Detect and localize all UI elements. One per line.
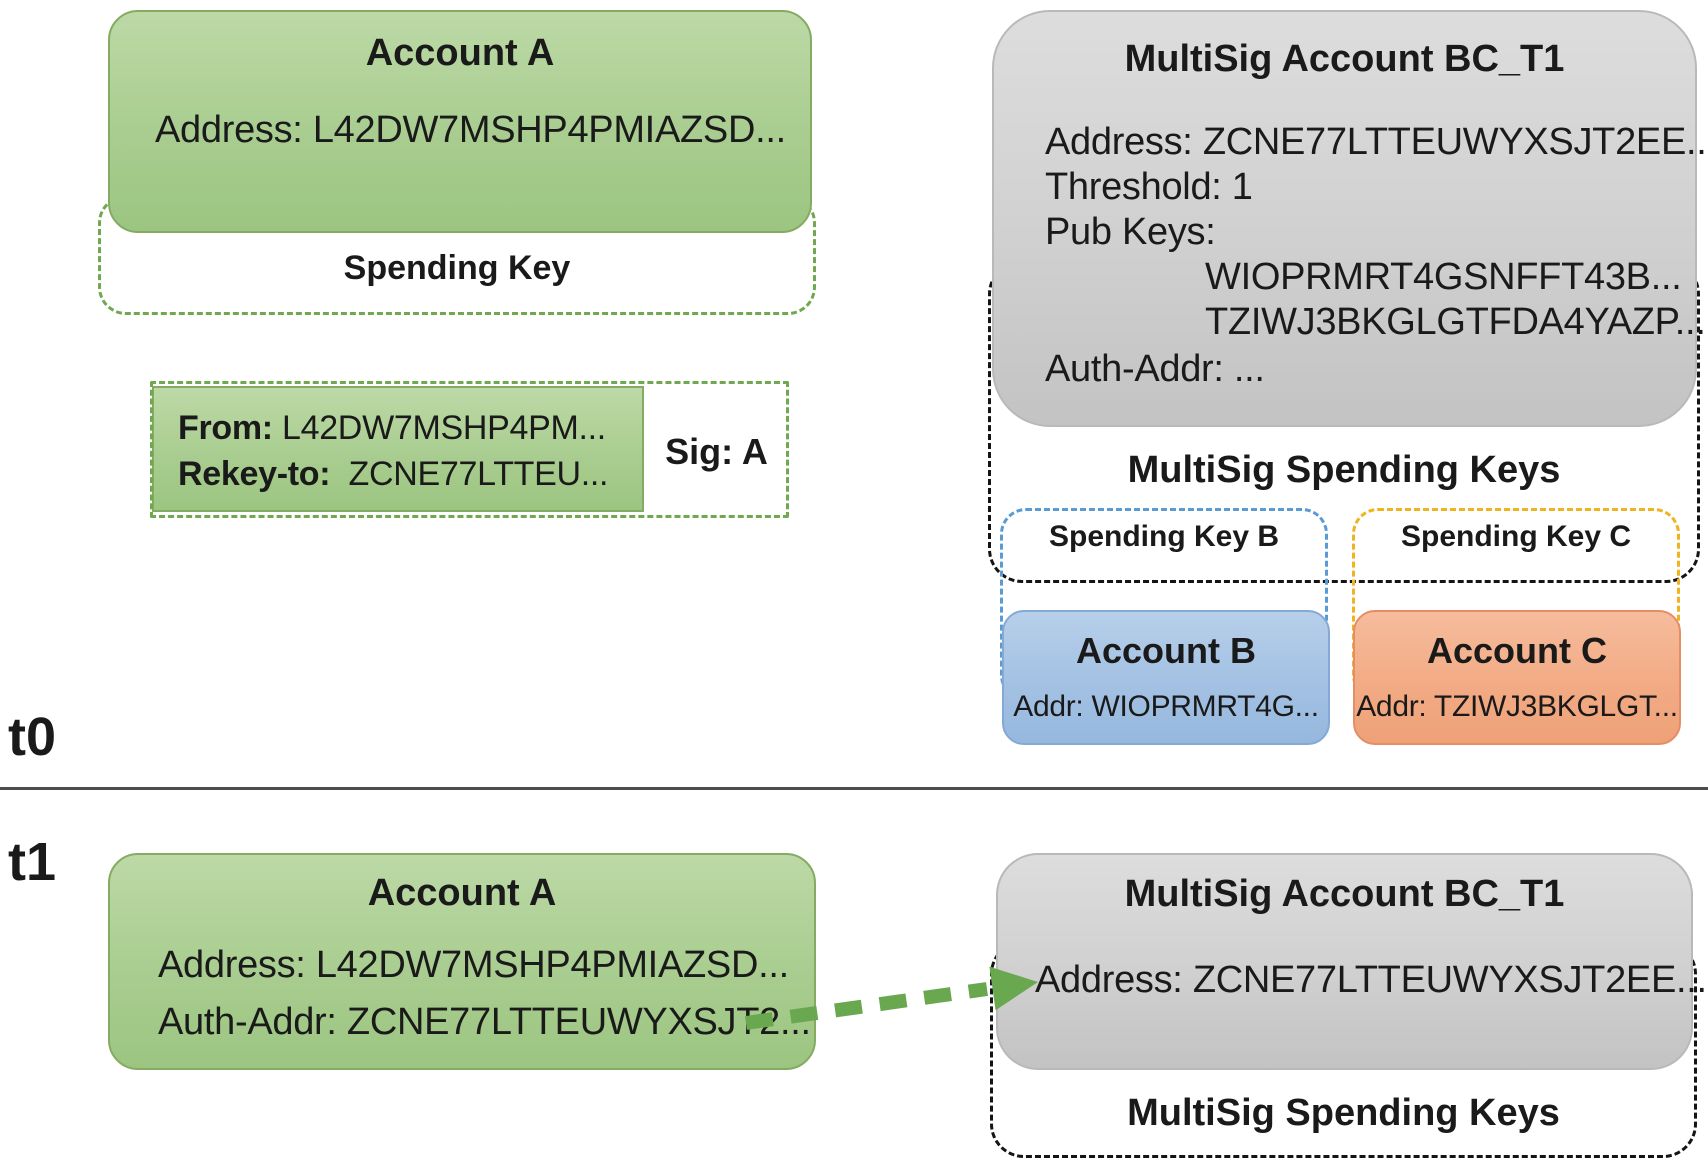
account-b-box — [1002, 610, 1330, 745]
spending-key-c-label: Spending Key C — [1400, 520, 1632, 553]
account-b-title: Account B — [1076, 630, 1256, 671]
multisig-pubkeys-label: Pub Keys: — [1045, 211, 1216, 253]
account-a-box-t0 — [108, 10, 812, 233]
account-a-address-t1: Address: L42DW7MSHP4PMIAZSD... — [158, 944, 789, 986]
account-a-address-t0: Address: L42DW7MSHP4PMIAZSD... — [155, 109, 786, 151]
multisig-title-t0: MultiSig Account BC_T1 — [1124, 38, 1565, 80]
t0-section-label: t0 — [8, 707, 57, 767]
multisig-account-box-t0 — [992, 10, 1697, 427]
multisig-title-t1: MultiSig Account BC_T1 — [1124, 873, 1565, 915]
multisig-spending-keys-label-t0: MultiSig Spending Keys — [1127, 449, 1561, 491]
multisig-spending-keys-label-t1: MultiSig Spending Keys — [1127, 1092, 1560, 1134]
account-c-addr: Addr: TZIWJ3BKGLGT... — [1356, 690, 1678, 723]
multisig-address-t1: Address: ZCNE77LTTEUWYXSJT2EE... — [1035, 959, 1707, 1001]
multisig-threshold: Threshold: 1 — [1045, 166, 1253, 208]
txn-sig-label: Sig: A — [665, 431, 768, 472]
txn-from-value: L42DW7MSHP4PM... — [281, 409, 606, 447]
rekey-arrow-icon — [745, 966, 1038, 1030]
account-c-title: Account C — [1427, 630, 1607, 671]
account-a-title-t1: Account A — [367, 872, 557, 914]
txn-from-label: From: — [178, 409, 273, 447]
account-b-addr: Addr: WIOPRMRT4G... — [1013, 690, 1319, 723]
multisig-pubkey-2: TZIWJ3BKGLGTFDA4YAZP... — [1205, 301, 1706, 343]
multisig-authaddr-t0: Auth-Addr: ... — [1045, 348, 1265, 390]
txn-rekey-line: Rekey-to: ZCNE77LTTEU... — [178, 452, 609, 496]
txn-rekey-label: Rekey-to: — [178, 455, 331, 493]
rekey-transaction-dashed-border — [150, 381, 789, 518]
multisig-pubkey-1: WIOPRMRT4GSNFFT43B... — [1205, 256, 1682, 298]
multisig-account-box-t1 — [996, 853, 1693, 1070]
multisig-address-t0: Address: ZCNE77LTTEUWYXSJT2EE... — [1045, 121, 1708, 163]
spending-key-a-label: Spending Key — [343, 249, 571, 287]
account-a-title-t0: Account A — [365, 32, 555, 74]
timeline-divider — [0, 787, 1708, 790]
txn-rekey-value: ZCNE77LTTEU... — [348, 455, 609, 493]
account-a-authaddr-t1: Auth-Addr: ZCNE77LTTEUWYXSJT2... — [158, 1001, 811, 1043]
account-a-box-t1 — [108, 853, 816, 1070]
t1-section-label: t1 — [8, 832, 57, 892]
rekey-transaction-box — [152, 386, 644, 512]
spending-key-b-label: Spending Key B — [1048, 520, 1280, 553]
account-c-box — [1353, 610, 1681, 745]
txn-from-line: From: L42DW7MSHP4PM... — [178, 406, 606, 450]
